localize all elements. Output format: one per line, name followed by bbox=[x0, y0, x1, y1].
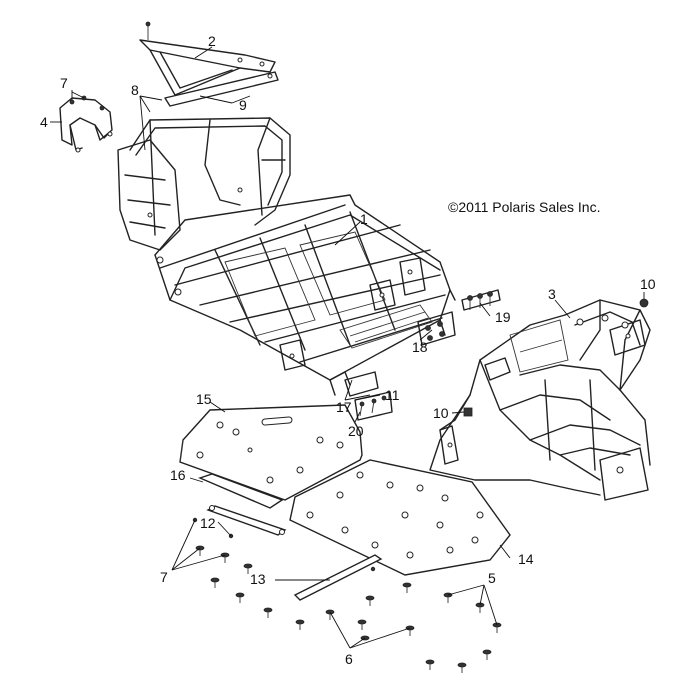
callout-5: 5 bbox=[488, 570, 496, 586]
part-13-channel bbox=[293, 554, 383, 601]
callout-labels: 2 7 4 8 9 1 3 10 19 18 11 17 20 10 15 16… bbox=[40, 33, 656, 667]
callout-19: 19 bbox=[495, 309, 511, 325]
part-2-upper-brace bbox=[139, 21, 279, 107]
callout-16: 16 bbox=[170, 467, 186, 483]
callout-9: 9 bbox=[239, 97, 247, 113]
callout-15: 15 bbox=[196, 391, 212, 407]
part-12-bar bbox=[206, 505, 287, 536]
callout-11: 11 bbox=[385, 387, 400, 403]
part-3-front-frame bbox=[429, 299, 651, 501]
callout-4: 4 bbox=[40, 114, 48, 130]
callout-3: 3 bbox=[548, 286, 556, 302]
callout-7-lower: 7 bbox=[160, 569, 168, 585]
callout-10-upper: 10 bbox=[640, 276, 656, 292]
part-1-main-frame bbox=[117, 117, 456, 396]
callout-14: 14 bbox=[518, 551, 534, 567]
part-16-small-plate bbox=[198, 473, 284, 509]
part-10-bolt-lower bbox=[463, 407, 473, 417]
part-14-large-plate bbox=[289, 459, 511, 576]
copyright-notice: ©2011 Polaris Sales Inc. bbox=[448, 199, 600, 215]
callout-8: 8 bbox=[131, 82, 139, 98]
callout-6: 6 bbox=[345, 651, 353, 667]
callout-12: 12 bbox=[200, 515, 216, 531]
leader-lines bbox=[50, 46, 645, 649]
part-10-bolt-upper bbox=[639, 298, 649, 308]
callout-20: 20 bbox=[348, 423, 364, 439]
callout-10-lower: 10 bbox=[433, 405, 449, 421]
part-4-dash-bracket bbox=[59, 95, 113, 153]
part-18-fastener-group bbox=[417, 311, 456, 346]
callout-1: 1 bbox=[360, 211, 368, 227]
callout-13: 13 bbox=[250, 571, 266, 587]
callout-7-upper: 7 bbox=[60, 75, 68, 91]
callout-17: 17 bbox=[336, 399, 352, 415]
callout-18: 18 bbox=[412, 339, 428, 355]
part-19-fastener-group bbox=[461, 289, 501, 311]
part-15-skid-plate bbox=[179, 404, 363, 501]
callout-2: 2 bbox=[208, 33, 216, 49]
